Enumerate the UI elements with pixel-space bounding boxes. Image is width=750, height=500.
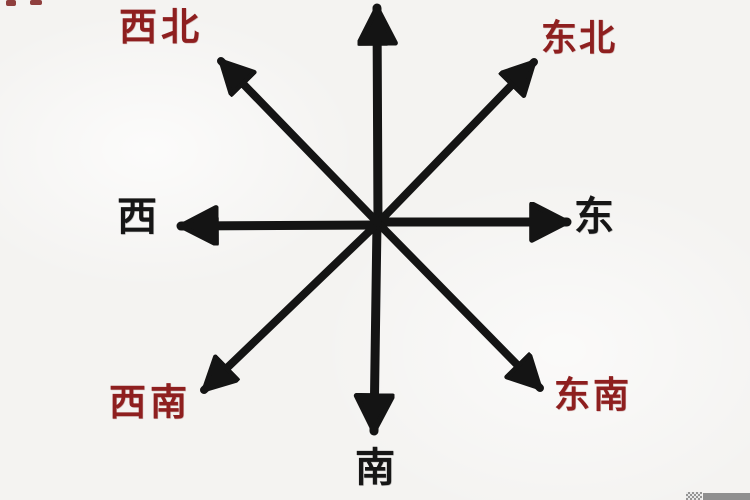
arrow-southwest: [200, 219, 382, 394]
label-east: 东: [574, 195, 614, 239]
label-southwest: 西南: [109, 382, 191, 423]
watermark-speckle: [686, 492, 702, 500]
cropped-text-speck: [6, 0, 16, 6]
cropped-text-speck: [30, 0, 42, 5]
arrow-north: [377, 3, 378, 228]
watermark-bar: [703, 493, 750, 500]
label-west: 西: [117, 195, 157, 239]
label-northwest: 西北: [119, 7, 204, 49]
arrow-northwest: [217, 57, 382, 227]
label-southeast: 东南: [554, 374, 633, 415]
label-south: 南: [355, 446, 395, 490]
label-northeast: 东北: [541, 17, 618, 58]
arrow-northeast: [374, 58, 538, 227]
arrow-west: [176, 225, 383, 226]
arrow-south: [374, 218, 377, 436]
arrow-southeast: [374, 219, 544, 392]
